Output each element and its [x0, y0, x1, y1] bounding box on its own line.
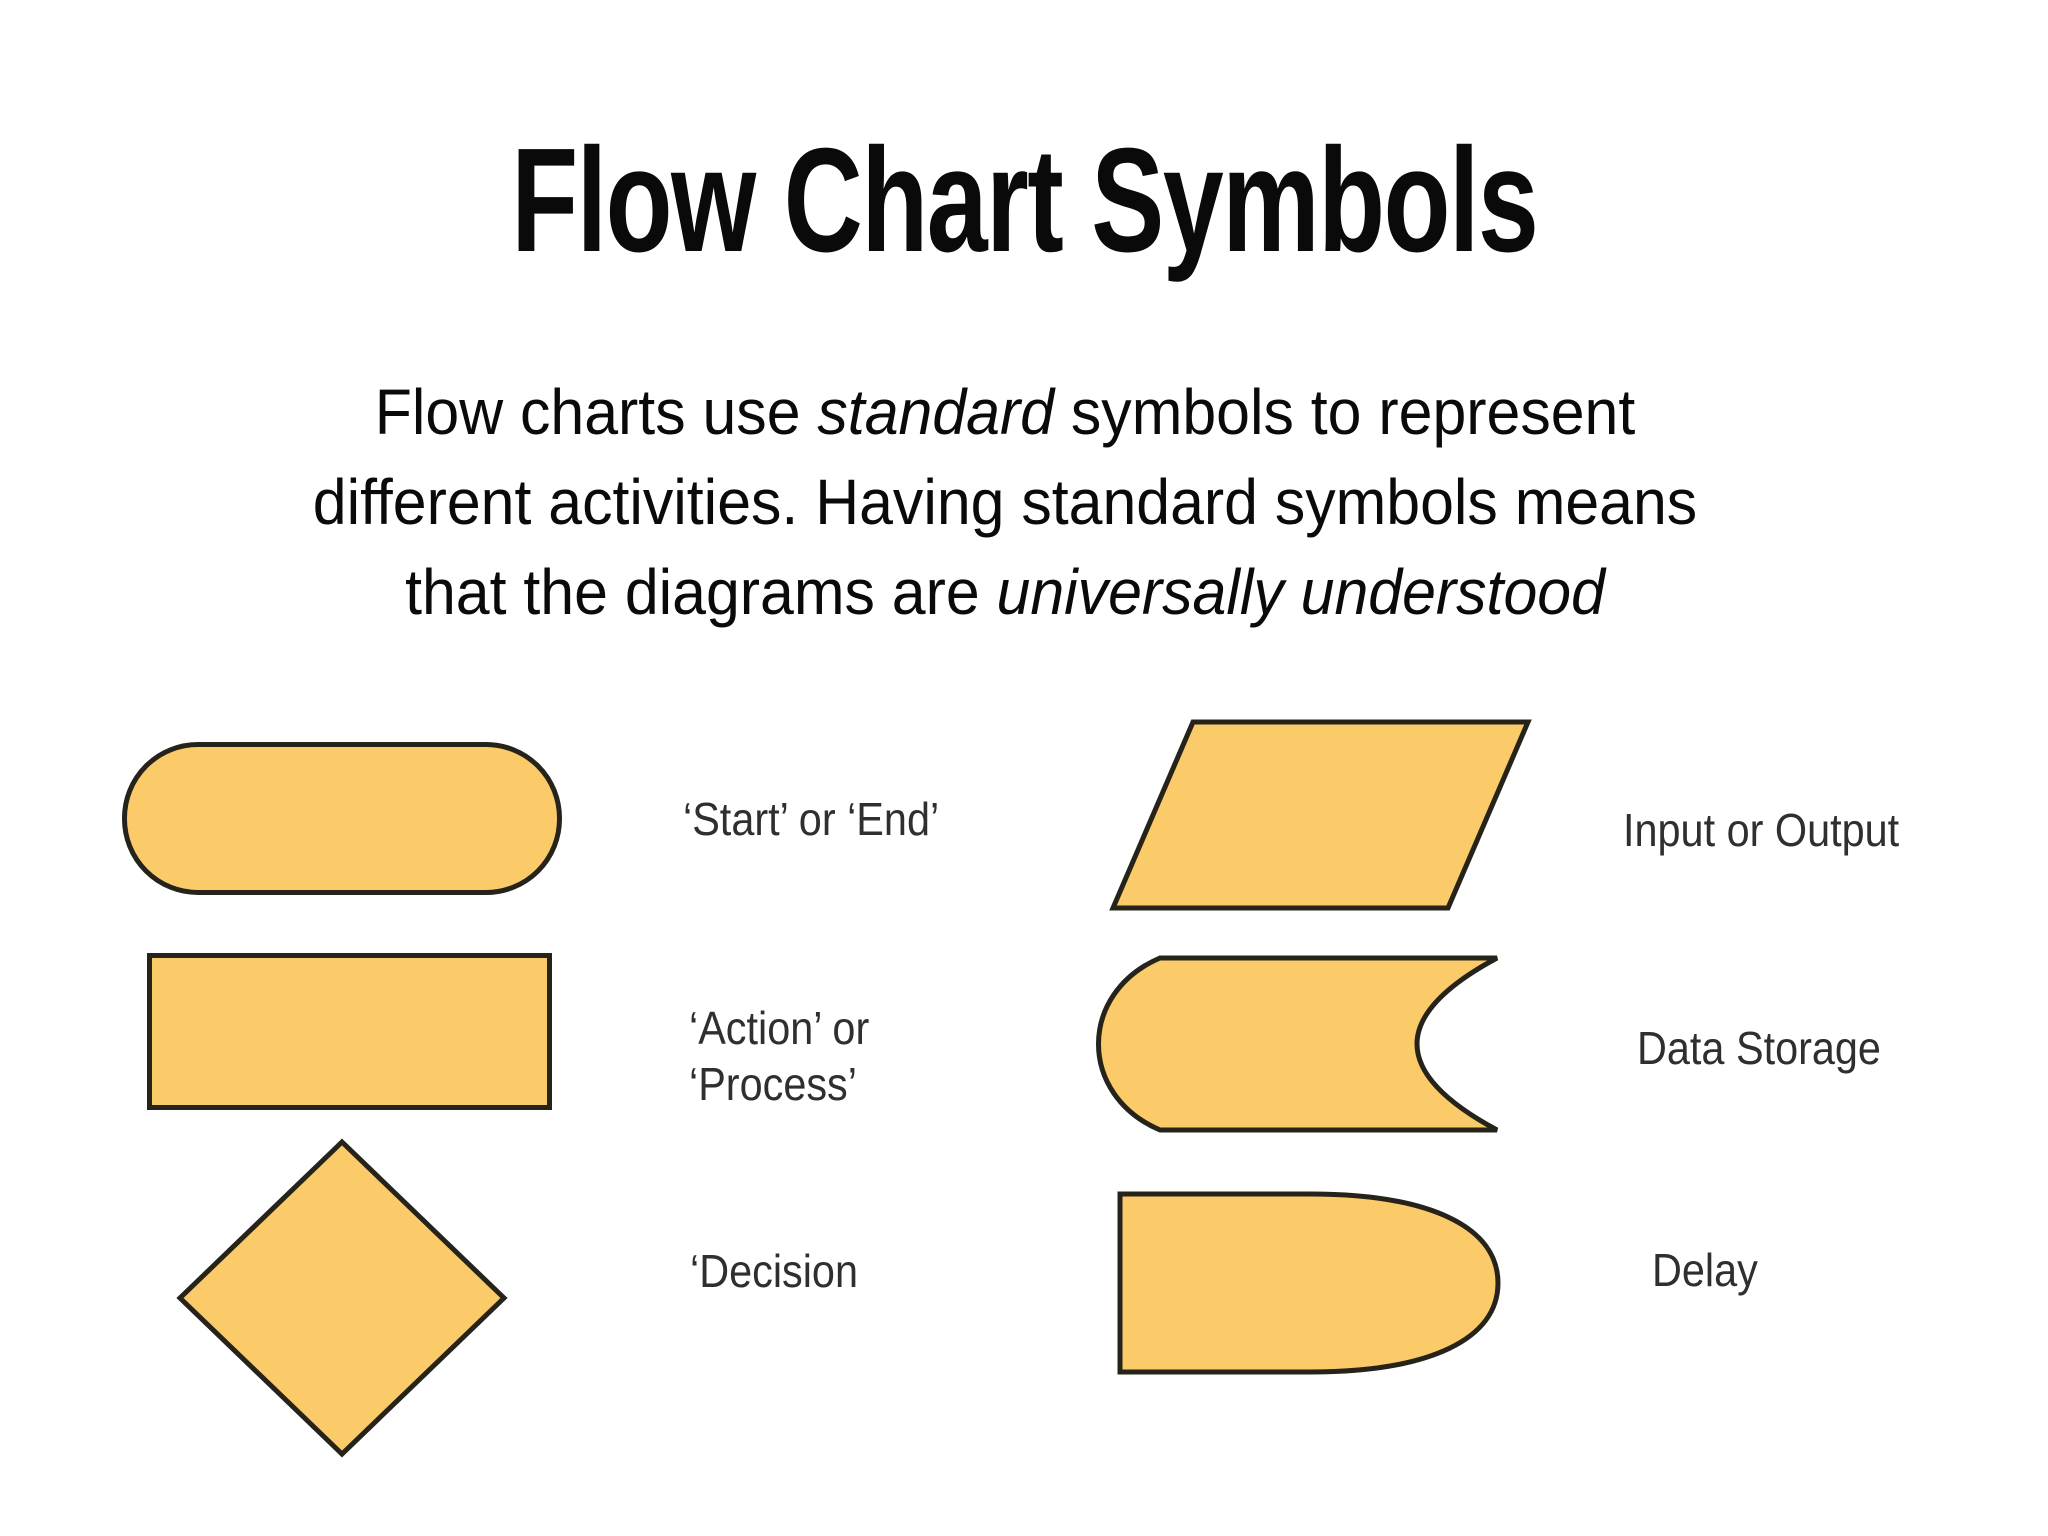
delay-shape	[1117, 1191, 1501, 1375]
process-shape	[147, 953, 552, 1110]
intro-line-1: Flow charts use standard symbols to repr…	[374, 376, 1636, 448]
slide-title: Flow Chart Symbols	[0, 127, 2048, 275]
process-label: ‘Action’ or‘Process’	[689, 1000, 869, 1112]
intro-paragraph: Flow charts use standard symbols to repr…	[0, 367, 2029, 637]
stored-data-shape	[1096, 955, 1499, 1133]
intro-italic-standard: standard	[817, 376, 1055, 448]
intro-italic-universally: universally understood	[996, 556, 1605, 628]
intro-line-2: different activities. Having standard sy…	[312, 466, 1698, 538]
process-label-line1: ‘Action’ or	[689, 1002, 870, 1054]
decision-shape	[176, 1138, 508, 1458]
decision-label: ‘Decision	[690, 1245, 858, 1297]
delay-label: Delay	[1652, 1244, 1758, 1296]
input-output-shape	[1109, 719, 1532, 911]
process-label-line2: ‘Process’	[689, 1058, 857, 1110]
terminator-label: ‘Start’ or ‘End’	[683, 793, 940, 845]
input-output-label: Input or Output	[1623, 804, 1900, 856]
stored-data-label: Data Storage	[1637, 1022, 1881, 1074]
slide-title-text: Flow Chart Symbols	[510, 118, 1539, 283]
intro-line-3: that the diagrams are universally unders…	[405, 556, 1605, 628]
terminator-shape	[122, 742, 562, 895]
